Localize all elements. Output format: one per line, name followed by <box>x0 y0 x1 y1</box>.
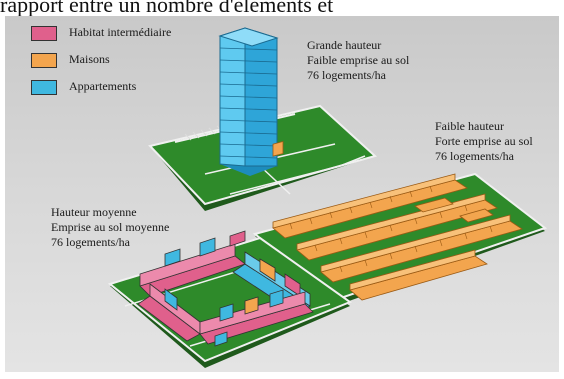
header-text-fragment: rapport entre un nombre d'éléments et <box>0 0 334 17</box>
caption-moyenne-line1: Hauteur moyenne <box>51 205 137 219</box>
caption-moyenne-line2: Emprise au sol moyenne <box>51 220 170 234</box>
legend-label-habitat: Habitat intermédiaire <box>69 25 172 39</box>
legend-label-appartements: Appartements <box>69 79 137 93</box>
caption-grande-hauteur: Grande hauteur Faible emprise au sol 76 … <box>307 38 409 83</box>
caption-faible-line2: Forte emprise au sol <box>435 134 533 148</box>
legend-swatch-maisons <box>31 53 57 68</box>
caption-grande-line2: Faible emprise au sol <box>307 53 410 67</box>
apartment-tower <box>218 27 279 176</box>
caption-grande-line1: Grande hauteur <box>307 38 382 52</box>
legend-label-maisons: Maisons <box>69 52 110 66</box>
caption-faible-line3: 76 logements/ha <box>435 149 514 163</box>
legend-maisons: Maisons <box>31 51 231 71</box>
density-figure: Habitat intermédiaire Maisons Appartemen… <box>5 16 559 372</box>
house-rows <box>272 173 523 301</box>
legend-swatch-appartements <box>31 80 57 95</box>
caption-hauteur-moyenne: Hauteur moyenne Emprise au sol moyenne 7… <box>51 205 169 250</box>
plot-mid-rise <box>107 230 353 368</box>
legend-appartements: Appartements <box>31 78 231 98</box>
legend-habitat-intermediaire: Habitat intermédiaire <box>31 24 231 44</box>
house-dividers <box>289 185 493 273</box>
plot-low-rise <box>252 141 548 306</box>
caption-faible-hauteur: Faible hauteur Forte emprise au sol 76 l… <box>435 119 533 164</box>
caption-faible-line1: Faible hauteur <box>435 119 504 133</box>
caption-grande-line3: 76 logements/ha <box>307 68 386 82</box>
legend-swatch-habitat <box>31 26 57 41</box>
caption-moyenne-line3: 76 logements/ha <box>51 235 130 249</box>
illustration <box>107 27 548 368</box>
perimeter-block <box>137 230 314 347</box>
plot-high-rise <box>148 27 378 211</box>
